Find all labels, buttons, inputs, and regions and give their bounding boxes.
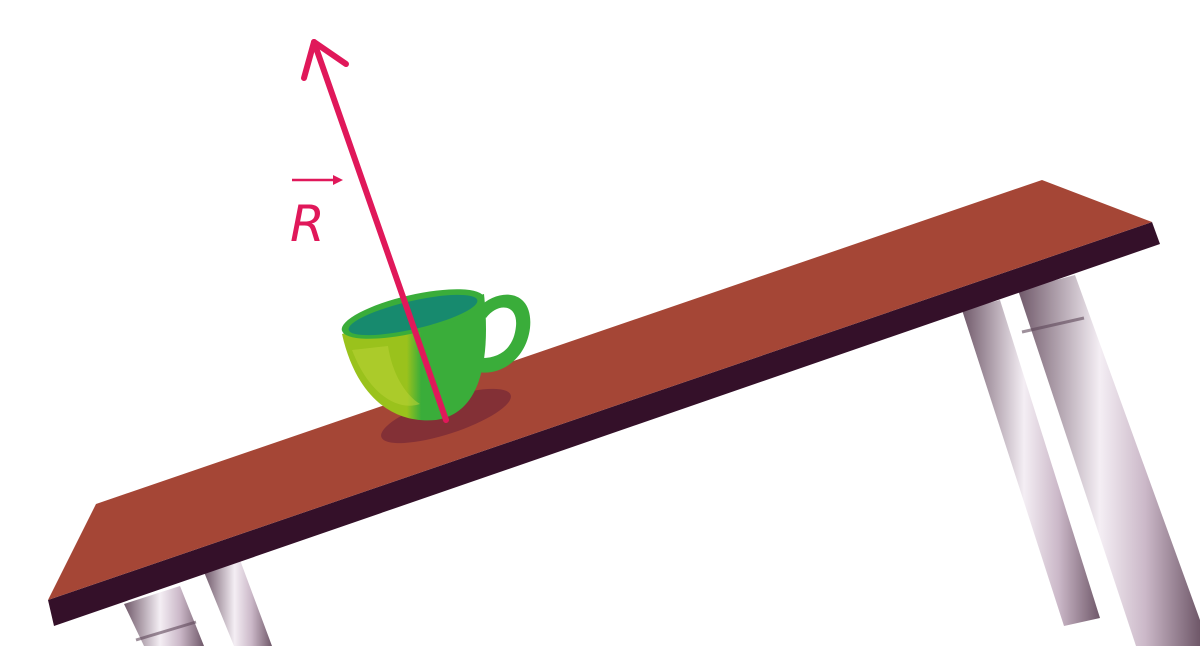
table-leg-back-left [204,560,272,646]
cup-handle [478,294,531,373]
force-vector-shaft [311,39,449,423]
table-leg-front-left [124,586,204,646]
table-leg-back-right [962,300,1100,626]
cup [341,289,531,421]
vector-notation-arrow-icon [292,175,343,185]
force-vector-label: R [290,195,325,253]
force-vector-arrowhead [301,39,349,81]
tabletop-edge [48,222,1160,626]
cup-inner [348,294,478,336]
force-vector: R [290,39,449,423]
tabletop-surface [48,180,1152,600]
cup-body-highlight [352,346,420,406]
table-legs [124,275,1200,646]
tabletop [48,180,1160,626]
table-leg-front-right [1018,275,1200,646]
